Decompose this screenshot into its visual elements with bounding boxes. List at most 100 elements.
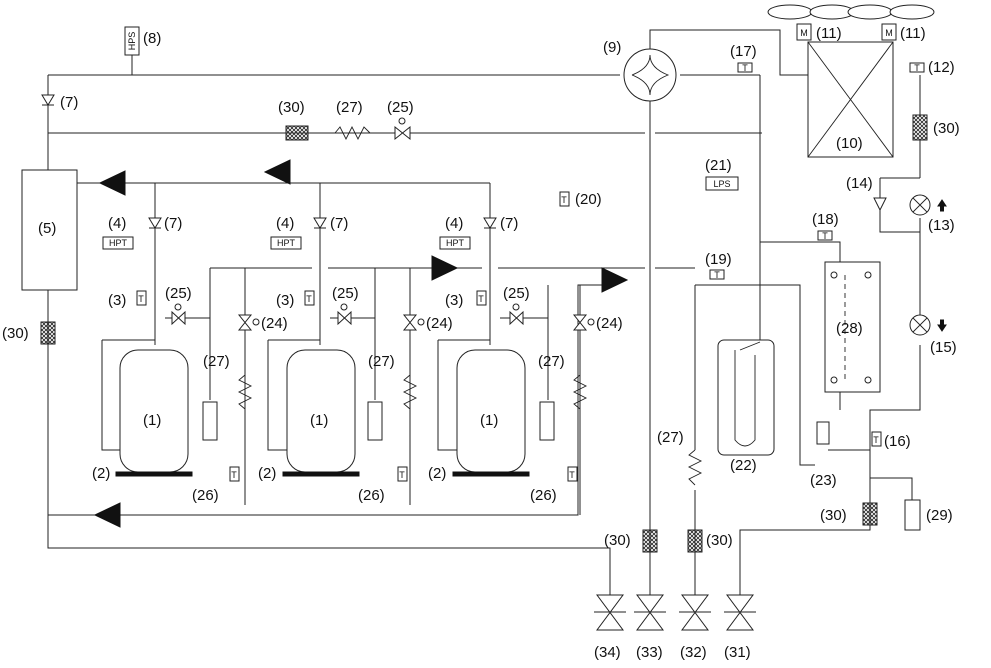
label-26c: (26): [530, 487, 557, 504]
temp-sensor-26b: T: [397, 466, 408, 482]
svg-text:T: T: [478, 294, 484, 304]
temp-sensor-26c: T: [567, 466, 578, 482]
compressor-1a: [101, 339, 218, 477]
valve-24-a: [237, 314, 260, 331]
label-20: (20): [575, 191, 602, 208]
hpt-tag-c: HPT: [446, 238, 465, 248]
service-valve-33: [634, 594, 666, 631]
label-1b: (1): [310, 412, 328, 429]
flow-arrow: [93, 502, 121, 528]
label-2b: (2): [258, 465, 276, 482]
label-21: (21): [705, 157, 732, 174]
filter-30-32: [687, 529, 703, 553]
fan-left: [767, 4, 855, 41]
label-22: (22): [730, 457, 757, 474]
flow-arrow: [263, 159, 291, 185]
label-12: (12): [928, 59, 955, 76]
temp-sensor-26a: T: [229, 466, 240, 482]
check-valve-7-b: [313, 217, 327, 229]
flow-arrow: [601, 267, 629, 293]
label-27b: (27): [368, 353, 395, 370]
flow-arrow: [431, 255, 459, 281]
label-26a: (26): [192, 487, 219, 504]
component-29: [904, 499, 921, 531]
svg-text:T: T: [914, 63, 920, 73]
label-27-d: (27): [657, 429, 684, 446]
condenser: [807, 41, 894, 158]
label-3c: (3): [445, 292, 463, 309]
hpt-tag-b: HPT: [277, 238, 296, 248]
temp-sensor-3a: T: [136, 290, 147, 306]
label-1c: (1): [480, 412, 498, 429]
temp-sensor-20: T: [559, 191, 570, 207]
label-24b: (24): [426, 315, 453, 332]
temp-sensor-12: T: [909, 62, 925, 73]
label-7-main: (7): [60, 94, 78, 111]
label-17: (17): [730, 43, 757, 60]
solenoid-valve-25-b: [337, 303, 352, 326]
label-9: (9): [603, 39, 621, 56]
label-24a: (24): [261, 315, 288, 332]
svg-text:T: T: [822, 231, 828, 241]
expansion-valve-15: [909, 314, 947, 336]
label-7b: (7): [330, 215, 348, 232]
accumulator: [717, 339, 775, 456]
svg-text:T: T: [399, 470, 405, 480]
temp-sensor-17: T: [737, 62, 753, 73]
filter-30-right: [912, 114, 928, 141]
label-25c: (25): [503, 285, 530, 302]
label-10: (10): [836, 135, 863, 152]
label-30-left: (30): [2, 325, 29, 342]
temp-sensor-3b: T: [304, 290, 315, 306]
label-7c: (7): [500, 215, 518, 232]
check-valve-7-a: [148, 217, 162, 229]
label-4c: (4): [445, 215, 463, 232]
temp-sensor-16: T: [871, 431, 882, 447]
temp-sensor-18: T: [817, 230, 833, 241]
motor-tag-right: M: [885, 28, 893, 38]
check-valve-7-c: [483, 217, 497, 229]
hps-tag: HPS: [127, 32, 137, 51]
filter-30-left: [40, 321, 56, 345]
check-valve-14: [873, 197, 887, 212]
capillary-27-top: [334, 125, 371, 141]
label-4a: (4): [108, 215, 126, 232]
filter-30-top: [285, 125, 309, 141]
capillary-27-a: [237, 374, 253, 410]
label-2c: (2): [428, 465, 446, 482]
label-32: (32): [680, 644, 707, 661]
label-34: (34): [594, 644, 621, 661]
expansion-valve-13: [909, 194, 947, 216]
label-26b: (26): [358, 487, 385, 504]
svg-text:T: T: [873, 435, 879, 445]
temp-sensor-3c: T: [476, 290, 487, 306]
label-27-top: (27): [336, 99, 363, 116]
label-3a: (3): [108, 292, 126, 309]
label-2a: (2): [92, 465, 110, 482]
label-27a: (27): [203, 353, 230, 370]
label-31: (31): [724, 644, 751, 661]
label-25-top: (25): [387, 99, 414, 116]
svg-text:T: T: [306, 294, 312, 304]
label-3b: (3): [276, 292, 294, 309]
compressor-1c: [437, 339, 555, 477]
valve-24-b: [402, 314, 425, 331]
svg-text:T: T: [231, 470, 237, 480]
label-5: (5): [38, 220, 56, 237]
label-13: (13): [928, 217, 955, 234]
label-27c: (27): [538, 353, 565, 370]
piping: [47, 29, 921, 595]
label-15: (15): [930, 339, 957, 356]
svg-text:T: T: [742, 63, 748, 73]
four-way-valve: [623, 48, 677, 102]
solenoid-valve-25-top: [394, 117, 411, 141]
svg-text:T: T: [138, 294, 144, 304]
label-30-top: (30): [278, 99, 305, 116]
service-valve-34: [594, 594, 626, 631]
svg-text:T: T: [569, 470, 575, 480]
label-8: (8): [143, 30, 161, 47]
label-23: (23): [810, 472, 837, 489]
label-30-32: (30): [706, 532, 733, 549]
service-valve-31: [724, 594, 756, 631]
